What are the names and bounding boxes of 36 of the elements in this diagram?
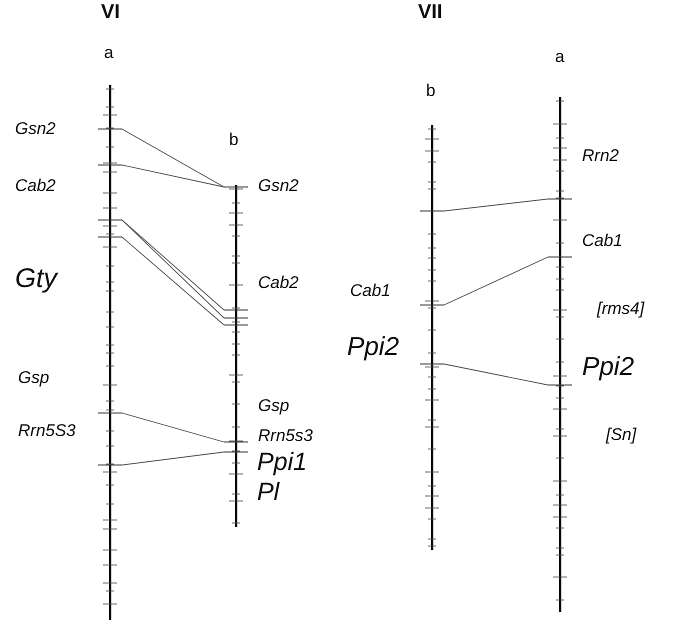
gene-label: Cab2 (258, 274, 299, 291)
gene-label: Gsp (258, 397, 290, 414)
gene-label: Gty (15, 265, 58, 292)
chromosome-number: VI (101, 2, 120, 22)
connecting-line (444, 256, 548, 306)
connecting-line (122, 236, 224, 326)
map-label: a (104, 44, 114, 61)
map-label: b (229, 131, 238, 148)
chromosome-bar (548, 97, 572, 612)
connecting-line (444, 198, 548, 212)
gene-label: Ppi2 (347, 333, 400, 359)
gene-label: Cab2 (15, 177, 56, 194)
gene-label: Gsn2 (258, 177, 299, 194)
gene-label: [Sn] (606, 426, 636, 443)
chromosome-bar (98, 85, 122, 620)
gene-label: Cab1 (582, 232, 623, 249)
gene-label: [rms4] (597, 300, 644, 317)
gene-label: Gsn2 (15, 120, 56, 137)
connecting-line (122, 164, 224, 188)
chromosome-number: VII (418, 2, 442, 22)
chromosome-bar (420, 125, 444, 550)
gene-label: Ppi1 (257, 450, 308, 475)
gene-label: Pl (257, 480, 280, 505)
gene-label: Gsp (18, 369, 50, 386)
connecting-line (444, 364, 548, 386)
map-label: a (555, 48, 564, 65)
gene-label: Ppi2 (582, 353, 634, 379)
gene-label: Cab1 (350, 282, 391, 299)
gene-label: Rrn2 (582, 147, 619, 164)
gene-label: Rrn5s3 (258, 427, 313, 444)
map-label: b (426, 82, 436, 99)
gene-label: Rrn5S3 (18, 422, 76, 439)
connecting-line (122, 412, 224, 442)
connecting-line (122, 128, 224, 188)
connecting-line (122, 452, 224, 466)
chromosome-bar (224, 185, 248, 527)
